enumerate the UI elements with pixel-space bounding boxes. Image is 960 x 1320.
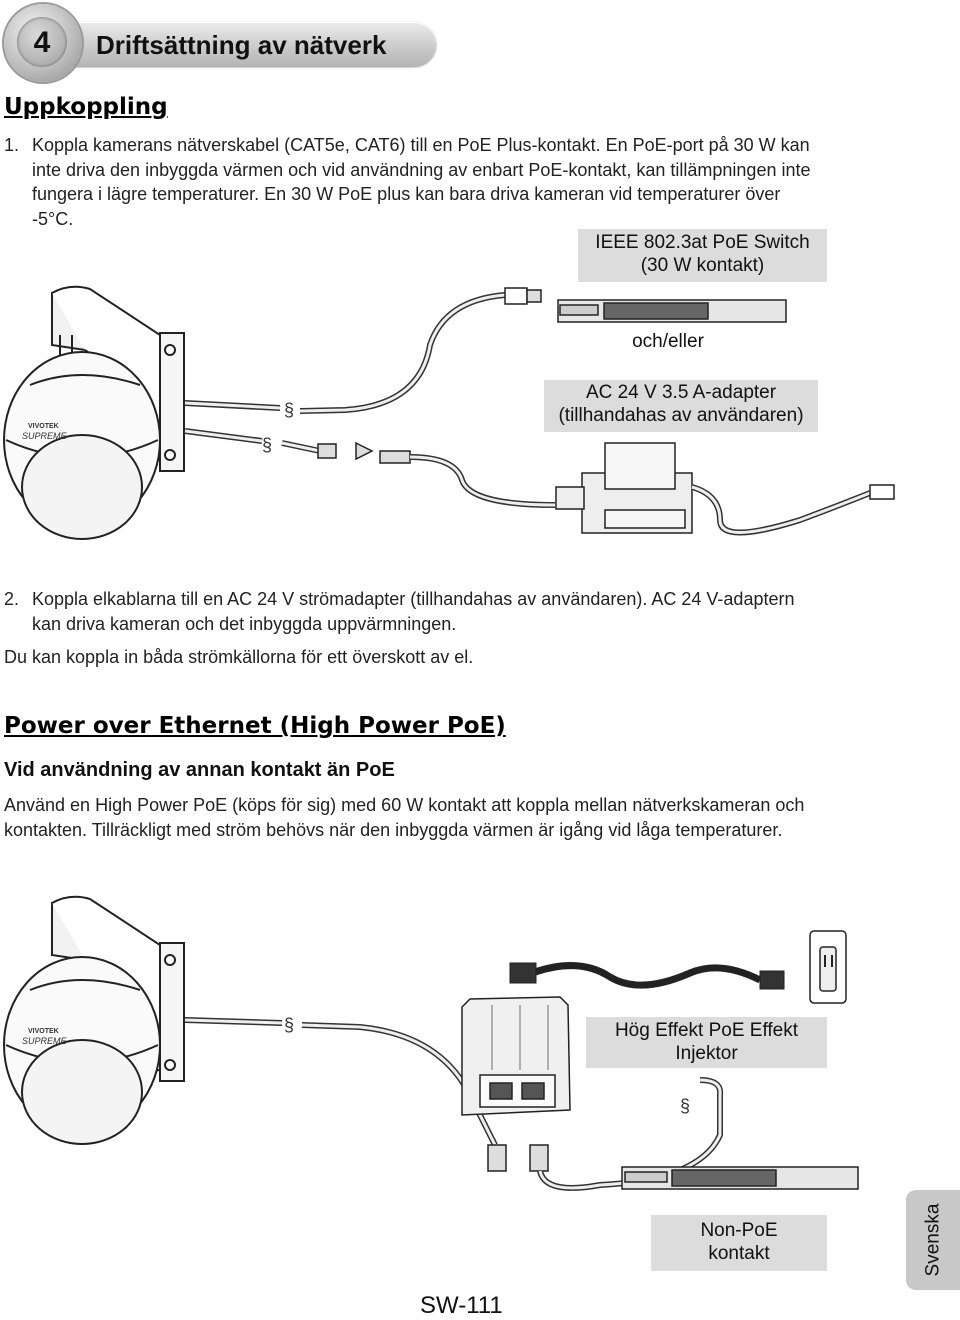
item-1-text: Koppla kamerans nätverskabel (CAT5e, CAT… xyxy=(32,133,912,231)
item-1-line: Koppla kamerans nätverskabel (CAT5e, CAT… xyxy=(32,135,810,155)
language-tab-label-wrap: Svenska xyxy=(906,1190,960,1290)
language-tab-label: Svenska xyxy=(922,1203,943,1277)
svg-text:§: § xyxy=(262,435,272,455)
chapter-number: 4 xyxy=(33,26,51,59)
section-heading-uppkoppling: Uppkoppling xyxy=(4,94,168,120)
network-cable xyxy=(184,1017,498,1147)
page-number: SW-111 xyxy=(420,1292,503,1319)
chapter-header-bar xyxy=(36,22,436,66)
ac-adapter-label-line2: (tillhandahas av användaren) xyxy=(558,404,804,426)
rj45-connector xyxy=(487,1144,549,1172)
camera-brand-text: VIVOTEK xyxy=(28,1028,59,1035)
power-plug-female xyxy=(317,443,337,459)
diagram-1-illustration: VIVOTEK SUPREME § § xyxy=(3,285,895,540)
item-1-number: 1. xyxy=(4,135,20,155)
item-2-line: kan driva kameran och det inbyggda uppvä… xyxy=(32,613,457,634)
svg-text:§: § xyxy=(284,400,294,420)
chapter-title: Driftsättning av nätverk xyxy=(96,30,387,60)
item-2-number: 2. xyxy=(4,589,20,609)
poe-injector-label-line2: Injektor xyxy=(675,1042,738,1064)
non-poe-switch-device xyxy=(621,1166,859,1190)
or-label: och/eller xyxy=(632,331,704,352)
poe-switch-label: IEEE 802.3at PoE Switch (30 W kontakt) xyxy=(578,229,827,282)
power-cord xyxy=(533,962,762,989)
dome-camera xyxy=(3,956,161,1145)
ac-adapter-label-line1: AC 24 V 3.5 A-adapter xyxy=(585,382,777,403)
ac-adapter-device xyxy=(555,442,693,534)
non-poe-switch-label: Non-PoE kontakt xyxy=(651,1215,827,1271)
chapter-number-badge-inner xyxy=(17,17,67,67)
non-poe-switch-label-line2: kontakt xyxy=(708,1242,770,1264)
camera-model-text: SUPREME xyxy=(22,1036,68,1046)
language-tab xyxy=(906,1190,960,1290)
section-subheading: Vid användning av annan kontakt än PoE xyxy=(4,759,395,781)
svg-text:§: § xyxy=(680,1096,690,1116)
poe-injector-label: Hög Effekt PoE Effekt Injektor xyxy=(586,1017,827,1068)
svg-text:§: § xyxy=(284,1015,294,1035)
section-2-paragraph: Använd en High Power PoE (köps för sig) … xyxy=(4,793,924,842)
item-1-line: fungera i lägre temperaturer. En 30 W Po… xyxy=(32,184,781,204)
diagram-2-illustration: VIVOTEK SUPREME § § xyxy=(3,895,859,1191)
camera-model-text: SUPREME xyxy=(22,431,68,441)
poe-injector-device xyxy=(461,996,571,1116)
poe-injector-label-line1: Hög Effekt PoE Effekt xyxy=(614,1020,799,1041)
camera-brand-text: VIVOTEK xyxy=(28,423,59,430)
poe-switch-device xyxy=(557,299,787,323)
item-1-line: -5°C. xyxy=(32,208,74,229)
section-heading-poe: Power over Ethernet (High Power PoE) xyxy=(4,713,506,739)
section-2-line: Använd en High Power PoE (köps för sig) … xyxy=(4,795,805,815)
wall-outlet xyxy=(809,930,847,1004)
poe-switch-label-line1: IEEE 802.3at PoE Switch xyxy=(595,232,810,253)
note-text: Du kan koppla in båda strömkällorna för … xyxy=(4,647,474,667)
dome-camera xyxy=(3,351,161,540)
non-poe-switch-label-line1: Non-PoE xyxy=(700,1220,778,1241)
poe-switch-label-line2: (30 W kontakt) xyxy=(640,254,765,276)
arrow-icon xyxy=(355,441,374,461)
power-plug xyxy=(759,970,785,990)
ac-adapter-label: AC 24 V 3.5 A-adapter (tillhandahas av a… xyxy=(544,380,818,432)
rj45-connector xyxy=(504,287,542,305)
item-2-text: Koppla elkablarna till en AC 24 V ströma… xyxy=(32,587,912,636)
item-1-line: inte driva den inbyggda värmen och vid a… xyxy=(32,159,811,180)
power-cord-plug xyxy=(509,962,537,984)
power-plug-male xyxy=(379,450,411,464)
item-2-line: Koppla elkablarna till en AC 24 V ströma… xyxy=(32,589,795,609)
network-cable xyxy=(184,292,506,414)
section-2-line: kontakten. Tillräckligt med ström behövs… xyxy=(4,819,783,840)
